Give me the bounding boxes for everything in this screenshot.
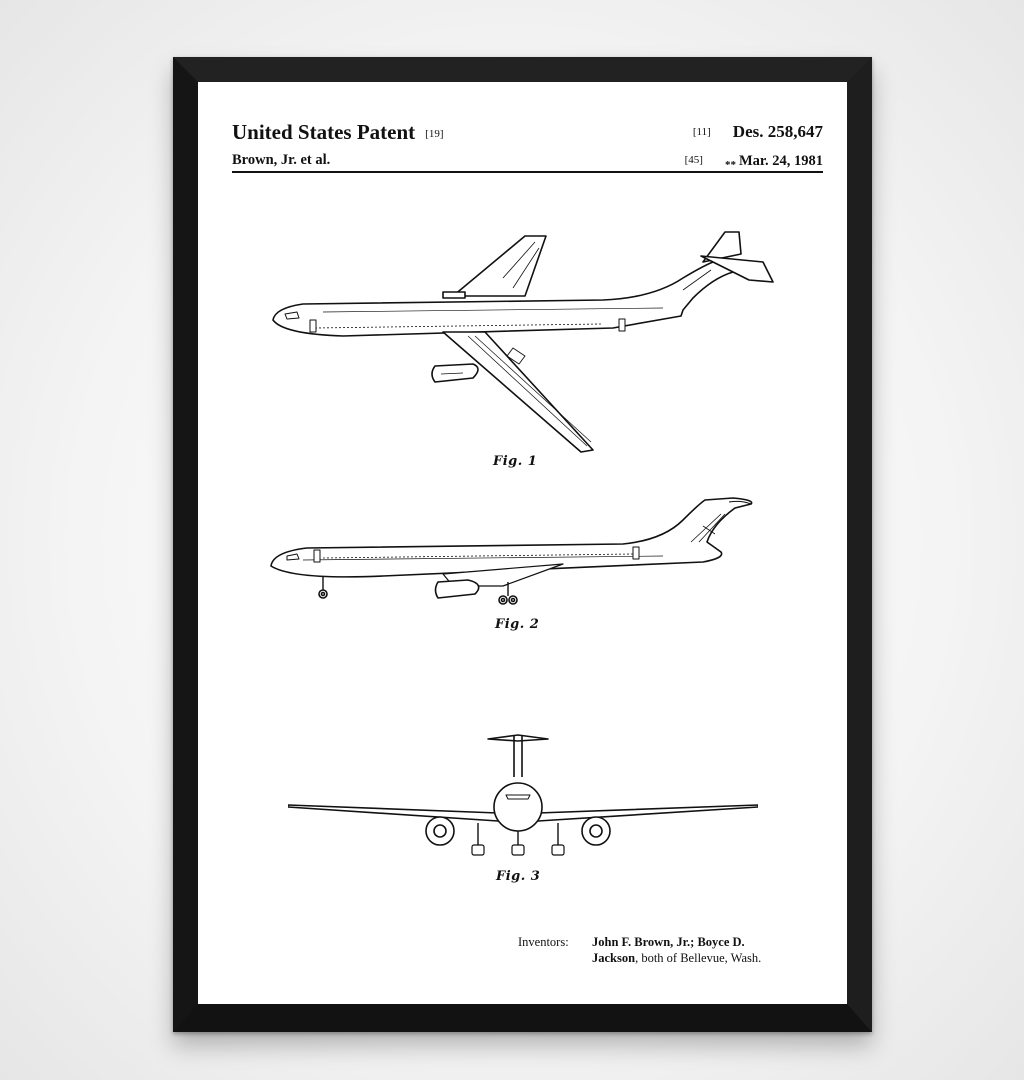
patent-date: [45]**Mar. 24, 1981 <box>684 153 823 171</box>
figure-1-airplane-drawing: Fig. 1 <box>263 228 783 469</box>
figure-1-caption: Fig. 1 <box>493 454 538 469</box>
patent-sheet: United States Patent[19] Brown, Jr. et a… <box>198 82 847 1004</box>
header-rule <box>232 171 823 173</box>
figure-3-airplane-drawing: Fig. 3 <box>288 727 758 884</box>
inventors-block: Inventors: John F. Brown, Jr.; Boyce D.Ja… <box>518 934 761 966</box>
figure-3-caption: Fig. 3 <box>496 869 541 884</box>
date-ref: [45] <box>684 154 703 166</box>
figure-2-airplane-drawing: Fig. 2 <box>263 490 783 632</box>
figure-2-caption: Fig. 2 <box>495 617 540 632</box>
patent-assignee: Brown, Jr. et al. <box>232 152 331 168</box>
patent-office-title: United States Patent[19] <box>232 120 444 144</box>
inventors-label: Inventors: <box>518 935 569 949</box>
number-ref: [11] <box>692 126 711 138</box>
poster-frame: United States Patent[19] Brown, Jr. et a… <box>173 57 872 1032</box>
office-ref: [19] <box>425 128 444 140</box>
date-marker: ** <box>724 159 736 171</box>
patent-number: [11]Des. 258,647 <box>692 122 823 141</box>
inventors-names: John F. Brown, Jr.; Boyce D.Jackson, bot… <box>592 935 762 965</box>
